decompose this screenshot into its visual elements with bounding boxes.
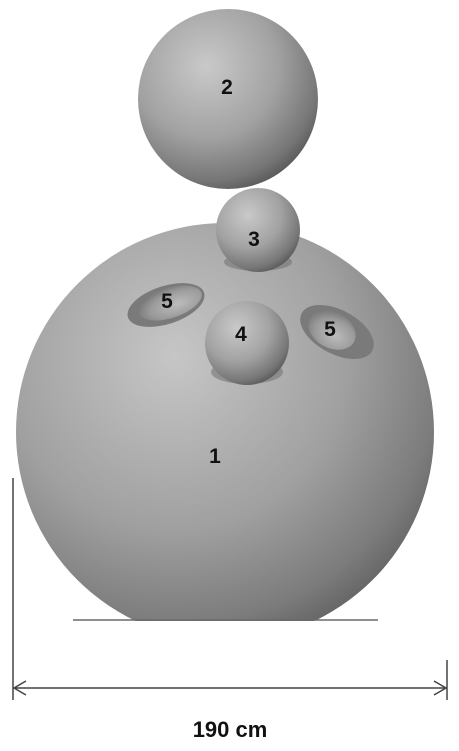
- label-sphere-2: 2: [221, 76, 233, 99]
- label-sphere-3: 3: [248, 228, 260, 251]
- label-sphere-1: 1: [209, 445, 221, 468]
- sphere-4: [205, 301, 289, 385]
- sphere-2: [138, 9, 318, 189]
- dimension-label: 190 cm: [193, 717, 268, 742]
- label-dimple-left: 5: [161, 290, 173, 313]
- label-sphere-4: 4: [235, 323, 247, 346]
- sphere-1-base: [16, 223, 434, 641]
- label-dimple-right: 5: [324, 318, 336, 341]
